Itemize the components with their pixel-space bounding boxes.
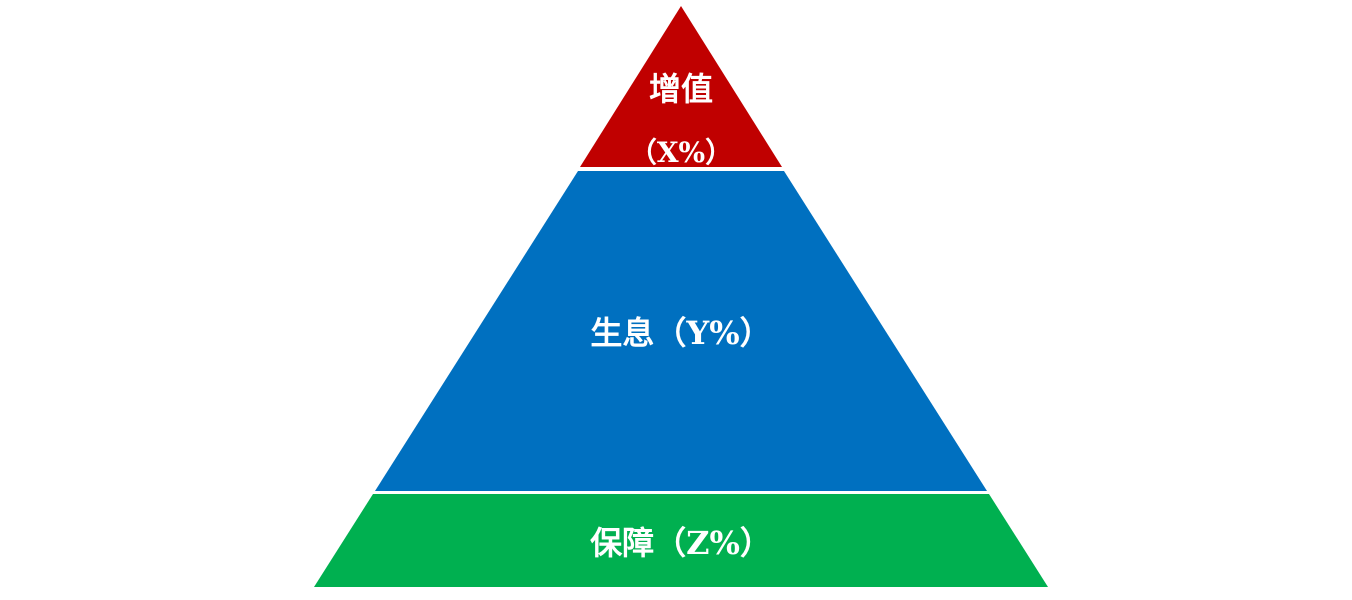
pyramid-top-label-line2: （X%） — [629, 136, 733, 169]
pyramid-tier-bottom — [314, 494, 1048, 587]
pyramid-tier-top — [580, 6, 782, 167]
pyramid-middle-label: 生息（Y%） — [590, 314, 771, 352]
pyramid-bottom-label: 保障（Z%） — [590, 524, 772, 562]
pyramid-top-label-line1: 增值 — [649, 70, 713, 108]
pyramid-tier-middle — [375, 171, 987, 491]
